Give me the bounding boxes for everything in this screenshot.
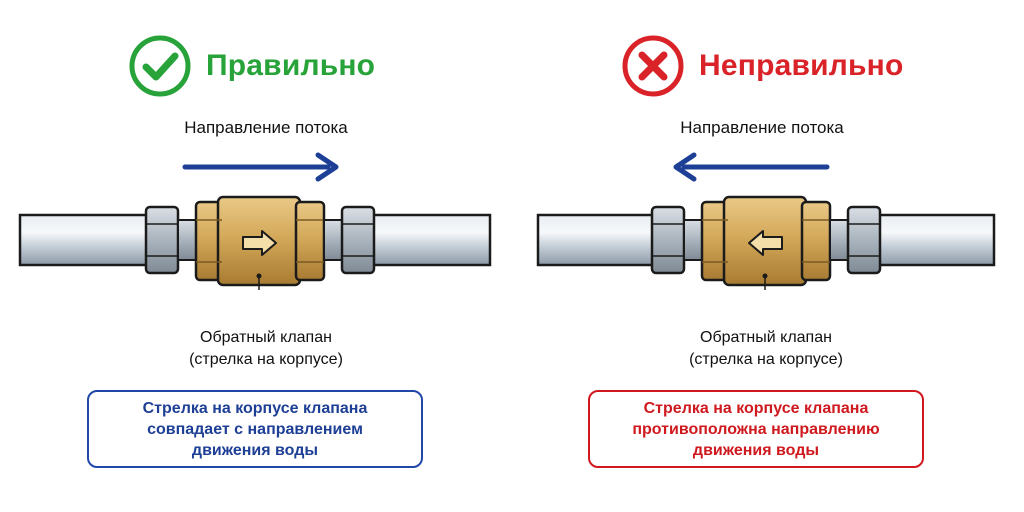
incorrect-info-box: Стрелка на корпусе клапана противоположн… — [588, 390, 924, 468]
pipe-right — [874, 213, 996, 267]
box-line3: движения воды — [692, 441, 820, 459]
correct-panel: Правильно Направление потока — [18, 34, 492, 468]
flow-arrow-right — [182, 152, 339, 182]
check-valve-body — [700, 195, 832, 287]
pipe-right — [368, 213, 492, 267]
valve-arrow-left — [748, 230, 783, 256]
incorrect-status: Неправильно — [621, 34, 904, 98]
valve-caption: Обратный клапан (стрелка на корпусе) — [510, 327, 1022, 371]
cross-circle-icon — [622, 35, 684, 97]
correct-title: Правильно — [206, 49, 376, 82]
valve-caption: Обратный клапан (стрелка на корпусе) — [10, 327, 522, 371]
correct-status: Правильно — [128, 34, 375, 98]
box-line2: совпадает с направлением — [147, 420, 363, 438]
flow-label: Направление потока — [184, 118, 348, 137]
flow-label: Направление потока — [680, 118, 844, 137]
box-line3: движения воды — [191, 441, 319, 459]
flow-arrow-left — [673, 152, 830, 182]
box-line1: Стрелка на корпусе клапана — [643, 399, 869, 417]
incorrect-title: Неправильно — [699, 49, 904, 82]
pipe-assembly-incorrect — [536, 152, 996, 290]
incorrect-panel: Неправильно Направление потока — [512, 0, 1024, 512]
valve-arrow-right — [242, 230, 277, 256]
union-nut-left — [144, 205, 197, 275]
valve-caption-line2: (стрелка на корпусе) — [189, 351, 343, 368]
pipe-left — [18, 213, 152, 267]
box-line2: противоположна направлению — [632, 420, 880, 438]
valve-caption-line1: Обратный клапан — [200, 329, 332, 346]
union-nut-right — [829, 205, 882, 275]
union-nut-right — [323, 205, 376, 275]
pipe-left — [536, 213, 658, 267]
check-circle-icon — [129, 35, 191, 97]
pipe-assembly-correct — [18, 152, 492, 290]
box-line1: Стрелка на корпусе клапана — [142, 399, 368, 417]
correct-info-box: Стрелка на корпусе клапана совпадает с н… — [87, 390, 423, 468]
valve-caption-line1: Обратный клапан — [700, 329, 832, 346]
valve-caption-line2: (стрелка на корпусе) — [689, 351, 843, 368]
union-nut-left — [650, 205, 703, 275]
check-valve-body — [194, 195, 326, 287]
